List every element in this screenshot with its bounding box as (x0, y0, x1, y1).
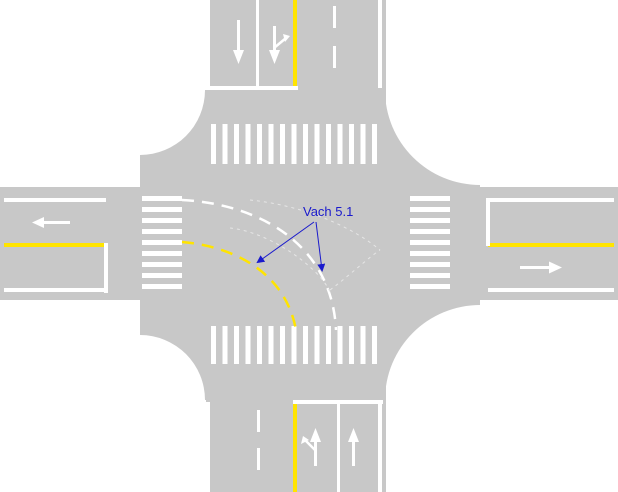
crosswalk-stripe (360, 124, 366, 164)
crosswalk-stripe (280, 124, 285, 164)
crosswalk-stripe (410, 229, 450, 234)
crosswalk-stripe (142, 284, 182, 289)
crosswalk-stripe (142, 262, 182, 267)
crosswalk-stripe (349, 124, 354, 164)
crosswalk-stripe (142, 218, 182, 223)
straight-or-left-arrow-icon (301, 428, 321, 466)
crosswalk-stripe (257, 124, 262, 164)
crosswalk-stripe (291, 326, 297, 364)
annotation-label: Vach 5.1 (303, 204, 353, 219)
crosswalk-stripe (410, 240, 450, 245)
crosswalk-stripe (211, 124, 216, 164)
turn-guide-lines (181, 198, 381, 331)
crosswalk-stripe (337, 326, 343, 364)
crosswalk-stripe (268, 124, 274, 164)
crosswalk-stripe (349, 326, 354, 364)
crosswalk-stripe (303, 326, 308, 364)
crosswalk-stripe (372, 326, 377, 364)
north-lane-markings (206, 0, 382, 90)
crosswalk-stripe (222, 326, 228, 364)
crosswalk-stripe (291, 124, 297, 164)
east-lane-markings (486, 198, 614, 292)
east-lane-arrow-icon (520, 261, 562, 274)
curb-corner-se (385, 305, 575, 492)
north-lane-arrow-icon (233, 20, 244, 64)
crosswalk-stripe (410, 207, 450, 212)
guide-faint-1 (229, 227, 331, 293)
crosswalk-stripe (410, 262, 450, 267)
crosswalk-north (211, 124, 377, 164)
annotation-pointer-left (256, 221, 315, 264)
crosswalk-stripe (142, 207, 182, 212)
crosswalk-stripe (142, 251, 182, 256)
crosswalk-stripe (245, 326, 251, 364)
guide-faint-2 (249, 199, 381, 251)
crosswalk-stripe (245, 124, 251, 164)
crosswalk-stripe (314, 326, 320, 364)
crosswalk-east (410, 196, 450, 289)
crosswalk-stripe (268, 326, 274, 364)
curb-corner-sw (75, 335, 205, 465)
west-lane-markings (4, 198, 108, 293)
crosswalk-stripe (326, 326, 331, 364)
left-turn-guide-white (181, 198, 338, 331)
crosswalk-stripe (314, 124, 320, 164)
crosswalk-stripe (410, 196, 450, 201)
annotation-vach-5-1: Vach 5.1 (256, 204, 353, 272)
crosswalk-stripe (410, 284, 450, 289)
crosswalk-stripe (142, 196, 182, 201)
straight-or-right-arrow-icon (269, 26, 290, 64)
crosswalk-stripe (142, 240, 182, 245)
crosswalk-south (211, 326, 377, 364)
crosswalk-stripe (337, 124, 343, 164)
guide-faint-3 (329, 249, 381, 291)
west-lane-arrow-icon (32, 217, 70, 228)
crosswalk-stripe (211, 326, 216, 364)
crosswalk-stripe (410, 273, 450, 278)
south-lane-markings (206, 400, 383, 492)
annotation-pointer-right (315, 221, 326, 272)
crosswalk-stripe (410, 218, 450, 223)
crosswalk-stripe (142, 229, 182, 234)
crosswalk-stripe (372, 124, 377, 164)
curb-corner-ne (385, 0, 575, 185)
crosswalk-west (142, 196, 182, 289)
crosswalk-stripe (234, 124, 239, 164)
south-lane-arrow-icon (348, 428, 359, 466)
crosswalk-stripe (303, 124, 308, 164)
crosswalk-stripe (257, 326, 262, 364)
crosswalk-stripe (142, 273, 182, 278)
crosswalk-stripe (410, 251, 450, 256)
crosswalk-stripe (280, 326, 285, 364)
crosswalk-stripe (360, 326, 366, 364)
crosswalk-stripe (234, 326, 239, 364)
crosswalk-stripe (222, 124, 228, 164)
crosswalk-stripe (326, 124, 331, 164)
curb-corner-nw (75, 25, 205, 155)
